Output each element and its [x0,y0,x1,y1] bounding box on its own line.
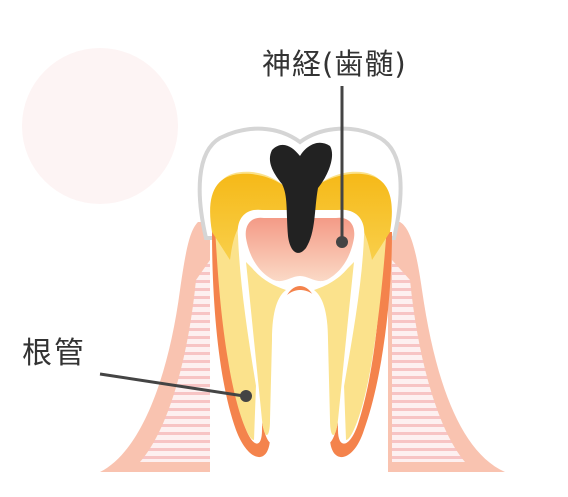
nerve-leader-dot [336,236,348,248]
background-circle [22,48,178,204]
root-canal-right [314,262,354,435]
root-canal-leader-line [99,372,245,398]
nerve-label: 神経(歯髄) [262,47,407,81]
gum-stripes [140,260,465,462]
cavity-decay [269,142,333,253]
root-canal-label: 根管 [22,336,86,371]
root-canal-leader-dot [240,390,252,402]
root-canal-left [246,262,286,435]
